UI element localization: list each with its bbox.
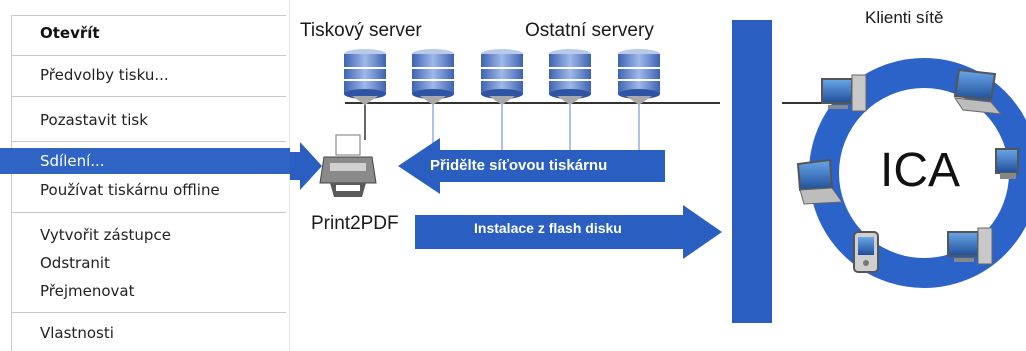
menu-item-use-printer-offline[interactable]: Používat tiskárnu offline xyxy=(40,181,220,199)
print-server-label: Tiskový server xyxy=(300,20,422,41)
install-flash-arrow xyxy=(415,205,722,259)
other-servers-label: Ostatní servery xyxy=(525,20,654,41)
menu-item-open[interactable]: Otevřít xyxy=(40,24,100,42)
server-icon xyxy=(412,49,454,105)
menu-item-properties[interactable]: Vlastnosti xyxy=(40,324,114,342)
laptop-icon xyxy=(953,68,1003,115)
server-icon xyxy=(344,49,386,105)
desktop-computer-icon xyxy=(947,227,993,265)
menu-item-sharing[interactable]: Sdílení... xyxy=(0,148,290,174)
pda-icon xyxy=(853,231,879,273)
server-drop-lines xyxy=(432,103,640,150)
server-icon xyxy=(549,49,591,105)
install-flash-arrow-label: Instalace z flash disku xyxy=(474,220,622,236)
laptop-icon xyxy=(796,158,843,205)
menu-border-left xyxy=(11,15,12,351)
menu-item-printing-preferences[interactable]: Předvolby tisku... xyxy=(40,66,169,84)
assign-printer-arrow xyxy=(398,138,665,194)
menu-separator xyxy=(11,96,286,97)
menu-separator xyxy=(11,141,286,142)
sharing-arrow xyxy=(290,142,322,190)
network-clients-label: Klienti sítě xyxy=(865,8,944,27)
desktop-computer-icon xyxy=(995,148,1019,179)
menu-item-rename[interactable]: Přejmenovat xyxy=(40,282,135,300)
menu-separator xyxy=(11,312,286,313)
ica-label: ICA xyxy=(880,144,961,197)
menu-item-delete[interactable]: Odstranit xyxy=(40,254,110,272)
server-icon xyxy=(481,49,523,105)
menu-item-create-shortcut[interactable]: Vytvořit zástupce xyxy=(40,226,171,244)
menu-border-top xyxy=(11,15,286,16)
desktop-computer-icon xyxy=(821,74,867,112)
printer-icon xyxy=(319,134,377,197)
menu-separator xyxy=(11,212,286,213)
context-menu: Otevřít Předvolby tisku... Pozastavit ti… xyxy=(0,0,290,351)
menu-separator xyxy=(11,55,286,56)
server-icon xyxy=(618,49,660,105)
network-divider-bar xyxy=(732,20,772,323)
menu-item-pause-printing[interactable]: Pozastavit tisk xyxy=(40,111,148,129)
assign-printer-arrow-label: Přidělte síťovou tiskárnu xyxy=(430,157,608,174)
printer-label: Print2PDF xyxy=(311,213,399,234)
